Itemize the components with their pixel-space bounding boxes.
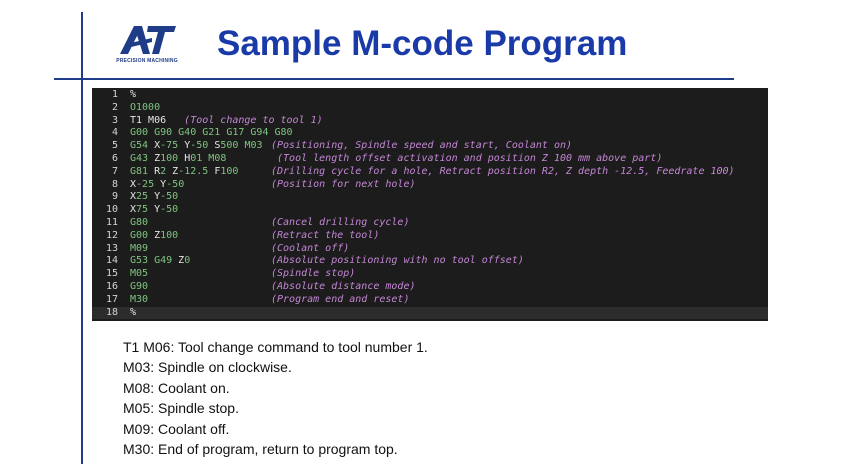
code-comment: (Program end and reset)	[271, 293, 410, 305]
line-number: 5	[111, 140, 118, 152]
code-comment: (Absolute distance mode)	[271, 280, 416, 292]
line-number: 6	[111, 152, 118, 164]
line-number: 4	[111, 127, 118, 139]
code-comment: (Tool change to tool 1)	[166, 114, 323, 126]
code-comment: (Spindle stop)	[271, 268, 356, 280]
horizontal-rule	[54, 78, 734, 80]
code-command: M05	[130, 268, 149, 280]
line-number: 13	[105, 242, 118, 254]
line-number: 8	[111, 178, 118, 190]
line-number: 15	[105, 268, 118, 280]
code-line: 17 M30 (Program end and reset)	[92, 294, 768, 307]
code-command: G90	[130, 280, 149, 292]
code-command: T1 M06	[130, 114, 167, 126]
code-command: G00 Z100	[130, 229, 179, 241]
code-command: %	[130, 89, 137, 100]
line-number: 9	[111, 191, 118, 203]
code-line: 11 G80 (Cancel drilling cycle)	[92, 217, 768, 230]
code-command: G53 G49 Z0	[130, 255, 191, 267]
code-command: %	[130, 306, 137, 318]
code-command: X25 Y-50	[130, 191, 179, 203]
note-item: M08: Coolant on.	[123, 379, 230, 396]
notes-list: T1 M06: Tool change command to tool numb…	[123, 337, 428, 459]
code-line: 3 T1 M06 (Tool change to tool 1)	[92, 115, 768, 128]
code-line: 5 G54 X-75 Y-50 S500 M03 (Positioning, Spi…	[92, 140, 768, 153]
code-comment: (Position for next hole)	[271, 178, 416, 190]
code-command: G43 Z100 H01 M08	[130, 152, 227, 164]
line-number: 2	[111, 101, 118, 113]
page-title: Sample M-code Program	[217, 24, 628, 63]
code-line: 4 G00 G90 G40 G21 G17 G94 G80	[92, 127, 768, 140]
code-command: M30	[130, 293, 149, 305]
code-line: 16 G90 (Absolute distance mode)	[92, 281, 768, 294]
line-number: 3	[111, 114, 118, 126]
code-command: M09	[130, 242, 149, 254]
code-line: 8 X-25 Y-50 (Position for next hole)	[92, 179, 768, 192]
note-item: M03: Spindle on clockwise.	[123, 359, 292, 376]
line-number: 7	[111, 165, 118, 177]
code-line: 6 G43 Z100 H01 M08 (Tool length offset ac…	[92, 153, 768, 166]
code-line: 14 G53 G49 Z0 (Absolute positioning with n…	[92, 255, 768, 268]
code-command: X-25 Y-50	[130, 178, 185, 190]
code-command: G00 G90 G40 G21 G17 G94 G80	[130, 127, 293, 139]
code-comment: (Cancel drilling cycle)	[271, 216, 410, 228]
note-item: M09: Coolant off.	[123, 420, 230, 437]
note-item: M30: End of program, return to program t…	[123, 440, 398, 457]
code-line: 15 M05 (Spindle stop)	[92, 268, 768, 281]
code-comment: (Retract the tool)	[271, 229, 380, 241]
code-line: 10 X75 Y-50	[92, 204, 768, 217]
code-line: 2 O1000	[92, 102, 768, 115]
code-command: X75 Y-50	[130, 204, 179, 216]
note-item: T1 M06: Tool change command to tool numb…	[123, 339, 428, 355]
line-number: 10	[105, 204, 118, 216]
line-number: 16	[105, 280, 118, 292]
line-number: 14	[105, 255, 118, 267]
line-number: 1	[111, 89, 118, 100]
code-line: 12 G00 Z100 (Retract the tool)	[92, 230, 768, 243]
line-number: 11	[105, 216, 118, 228]
note-item: M05: Spindle stop.	[123, 400, 239, 417]
line-number: 18	[105, 306, 118, 318]
line-number: 17	[105, 293, 118, 305]
code-comment: (Coolant off)	[271, 242, 350, 254]
code-comment: (Tool length offset activation and posit…	[271, 152, 663, 164]
line-number: 12	[105, 229, 118, 241]
code-command: G54 X-75 Y-50 S500 M03	[130, 140, 263, 152]
logo-mark-icon	[120, 26, 176, 54]
company-logo: PRECISION MACHINING	[112, 22, 182, 68]
code-comment: (Drilling cycle for a hole, Retract posi…	[271, 165, 735, 177]
code-comment: (Positioning, Spindle speed and start, C…	[271, 140, 573, 152]
vertical-rule	[81, 12, 83, 464]
code-command: O1000	[130, 101, 161, 113]
code-line: 13 M09 (Coolant off)	[92, 243, 768, 256]
code-line: 1%	[92, 89, 768, 102]
code-comment: (Absolute positioning with no tool offse…	[271, 255, 524, 267]
code-line: 9 X25 Y-50	[92, 191, 768, 204]
logo-subtitle: PRECISION MACHINING	[116, 58, 178, 64]
code-command: G80	[130, 216, 149, 228]
code-command: G81 R2 Z-12.5 F100	[130, 165, 239, 177]
code-line: 18%	[92, 306, 768, 320]
code-line: 7 G81 R2 Z-12.5 F100 (Drilling cycle for a…	[92, 166, 768, 179]
